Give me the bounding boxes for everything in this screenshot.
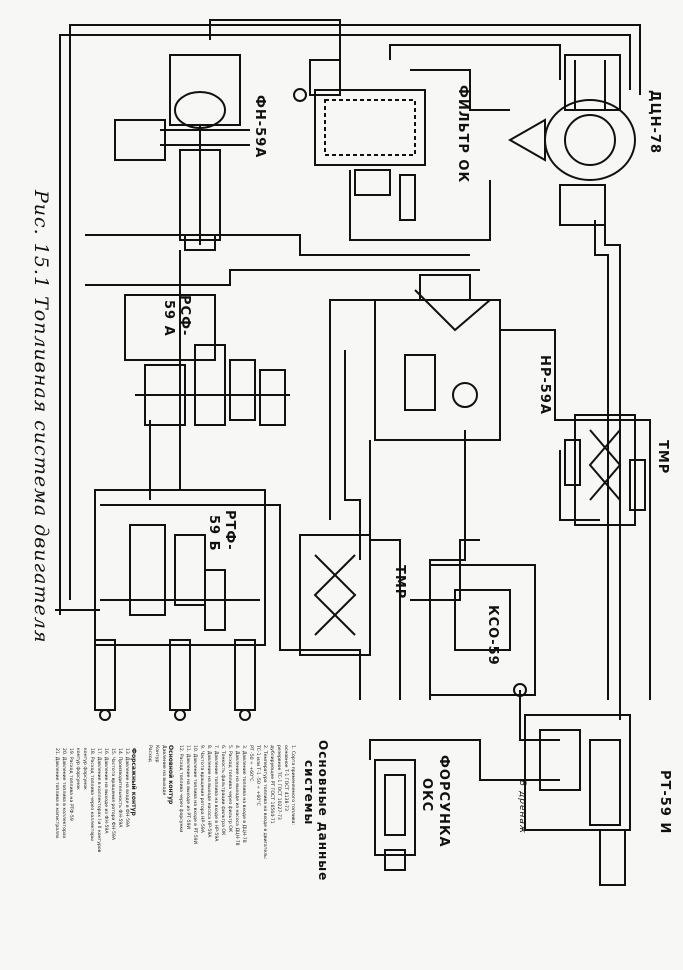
spec-line: контур форсунок	[75, 748, 80, 790]
label-fn59a: ФН-59А	[252, 95, 267, 159]
data-block-specs: 1. Сорта применяемого топлива: основное …	[146, 745, 296, 859]
spec-line: резервное ТС-1 ГОСТ 10227-73	[276, 745, 281, 820]
pipe-bottom-1	[100, 504, 361, 700]
label-rt59i: РТ-59 И	[657, 770, 672, 835]
pipe-nr-left	[329, 299, 375, 520]
spec-line: основное Т-1 ГОСТ 4138-73	[283, 745, 288, 811]
spec-line: 7. Давление топлива на входе в НР-59А	[213, 745, 218, 842]
label-tmr-right: ТМР	[655, 440, 670, 475]
pipe-filter-dcn-2	[410, 69, 510, 111]
label-forsunka-2: ОКС	[419, 778, 434, 813]
label-rsf59a-2: 59 А	[161, 300, 176, 337]
tmr-right-unit	[564, 414, 646, 526]
pipe-tmr-loop	[410, 539, 480, 601]
ksr59-unit	[429, 564, 536, 697]
pipe-top-2	[59, 34, 631, 615]
spec-line: 5. Расход топлива через фильтр ОК	[227, 745, 232, 833]
pipe-fn-to-filter	[209, 19, 341, 60]
forsunka-oks-unit	[374, 759, 416, 871]
spec-line: 8. Давление на выходе насоса НР-59А	[206, 745, 211, 838]
pipe-mid-2	[344, 350, 361, 560]
figure-caption: Рис. 15.1 Топливная система двигателя	[30, 190, 52, 644]
pipe-dcn-down-2	[594, 220, 609, 700]
spec-line: 1. Сорта применяемого топлива:	[290, 745, 295, 825]
rsf59a-unit	[124, 294, 290, 426]
spec-line: РТ -50 ÷ +60°C	[248, 745, 253, 782]
spec-line: 13. Давление на входе в ФН-59А	[124, 748, 129, 828]
pipe-nr-right	[500, 329, 651, 700]
spec-line: 2. Температура топлива на входе в двигат…	[262, 745, 267, 860]
spec-line: 12. Расход топлива через форсунки	[178, 745, 183, 833]
label-nr59a: НР-59А	[537, 355, 552, 415]
label-rsf59a-1: РСФ-	[177, 295, 192, 337]
spec-line: 3. Давление топлива на входе в ДЦН-78	[241, 745, 246, 843]
label-forsunka-1: ФОРСУНКА	[436, 755, 451, 848]
spec-line: 6. Тонкость фильтрации фильтра ОК	[220, 745, 225, 836]
spec-line: 18. Расход топлива через коллекторы	[89, 748, 94, 841]
spec-line: 10. Давление топлива на входе в РТ-59И	[192, 745, 197, 844]
label-tmr-center: ТМР	[392, 565, 407, 600]
label-ksr59: КСО-59	[485, 605, 500, 666]
spec-line: 19. Расход топлива на РТФ-59	[68, 748, 73, 821]
pipe-dcn-down-1	[604, 210, 621, 720]
pipe-left-horiz-1	[85, 234, 470, 256]
spec-line: 11. Давление на выходе из РТ-59И	[185, 745, 190, 829]
spec-line: 15. Частота вращения ротора ФН-59А	[110, 748, 115, 840]
label-v-drenazh: В дренаж	[517, 780, 527, 835]
spec-line: 17. Давление в коллекторах I и II контур…	[96, 748, 101, 853]
data-block-title: Основные данные системы	[302, 740, 330, 881]
pipe-ks-to-rt	[519, 690, 560, 741]
dcn78-unit	[507, 54, 636, 226]
spec-line: 20. Давление топлива в коллекторах	[61, 748, 66, 839]
pipe-right-tmr	[559, 450, 600, 521]
fn59a-unit	[114, 54, 250, 251]
spec-line: 21. Давление топлива в магистралях	[54, 748, 59, 839]
pipe-top-1	[69, 24, 641, 600]
rtf59b-unit	[94, 489, 266, 721]
label-dcn78: ДЦН-78	[647, 90, 662, 155]
spec-line: дублирующее РТ ГОСТ 16564-71	[269, 745, 274, 824]
label-rtf59b-2: 59 Б	[206, 515, 221, 552]
rt59i-unit	[524, 714, 631, 886]
spec-line: 9. Частота вращения ротора НР-59А	[199, 745, 204, 833]
spec-line: Контур	[154, 745, 159, 763]
pipe-filter-dcn-1	[389, 44, 561, 80]
spec-line: 4. Давление на выходе из насоса ДЦН-78	[234, 745, 239, 846]
filter-ok-unit	[293, 59, 426, 221]
label-rtf59b-1: РТФ-	[222, 510, 237, 551]
forsazh-contour-header: Форсажный контур	[130, 748, 137, 816]
spec-line: 14. Производительность ФН-59А	[117, 748, 122, 828]
label-filter-ok: ФИЛЬТР ОК	[455, 85, 470, 184]
spec-line: Расход	[147, 745, 152, 762]
spec-line: Давление на выходе	[161, 745, 166, 796]
tmr-center-unit	[299, 534, 371, 656]
nr59a-unit	[374, 274, 501, 441]
data-block-title-2: системы	[302, 760, 316, 826]
main-contour-header: Основной контур	[167, 745, 174, 805]
pipe-mid-1	[369, 440, 401, 700]
data-block-title-1: Основные данные	[316, 740, 330, 882]
data-block-forsazh: Форсажный контур 13. Давление на входе в…	[53, 748, 140, 852]
pipe-filter-down	[349, 170, 491, 241]
spec-line: контур форсунок	[82, 748, 87, 790]
spec-line: 16. Давление на выходе из ФН-59А	[103, 748, 108, 834]
pipe-left-horiz-2	[85, 269, 480, 286]
spec-line: ТС-1 или Т-1 -50 ÷ +60°C	[255, 745, 260, 806]
pipe-rt-to-fors	[369, 739, 560, 781]
